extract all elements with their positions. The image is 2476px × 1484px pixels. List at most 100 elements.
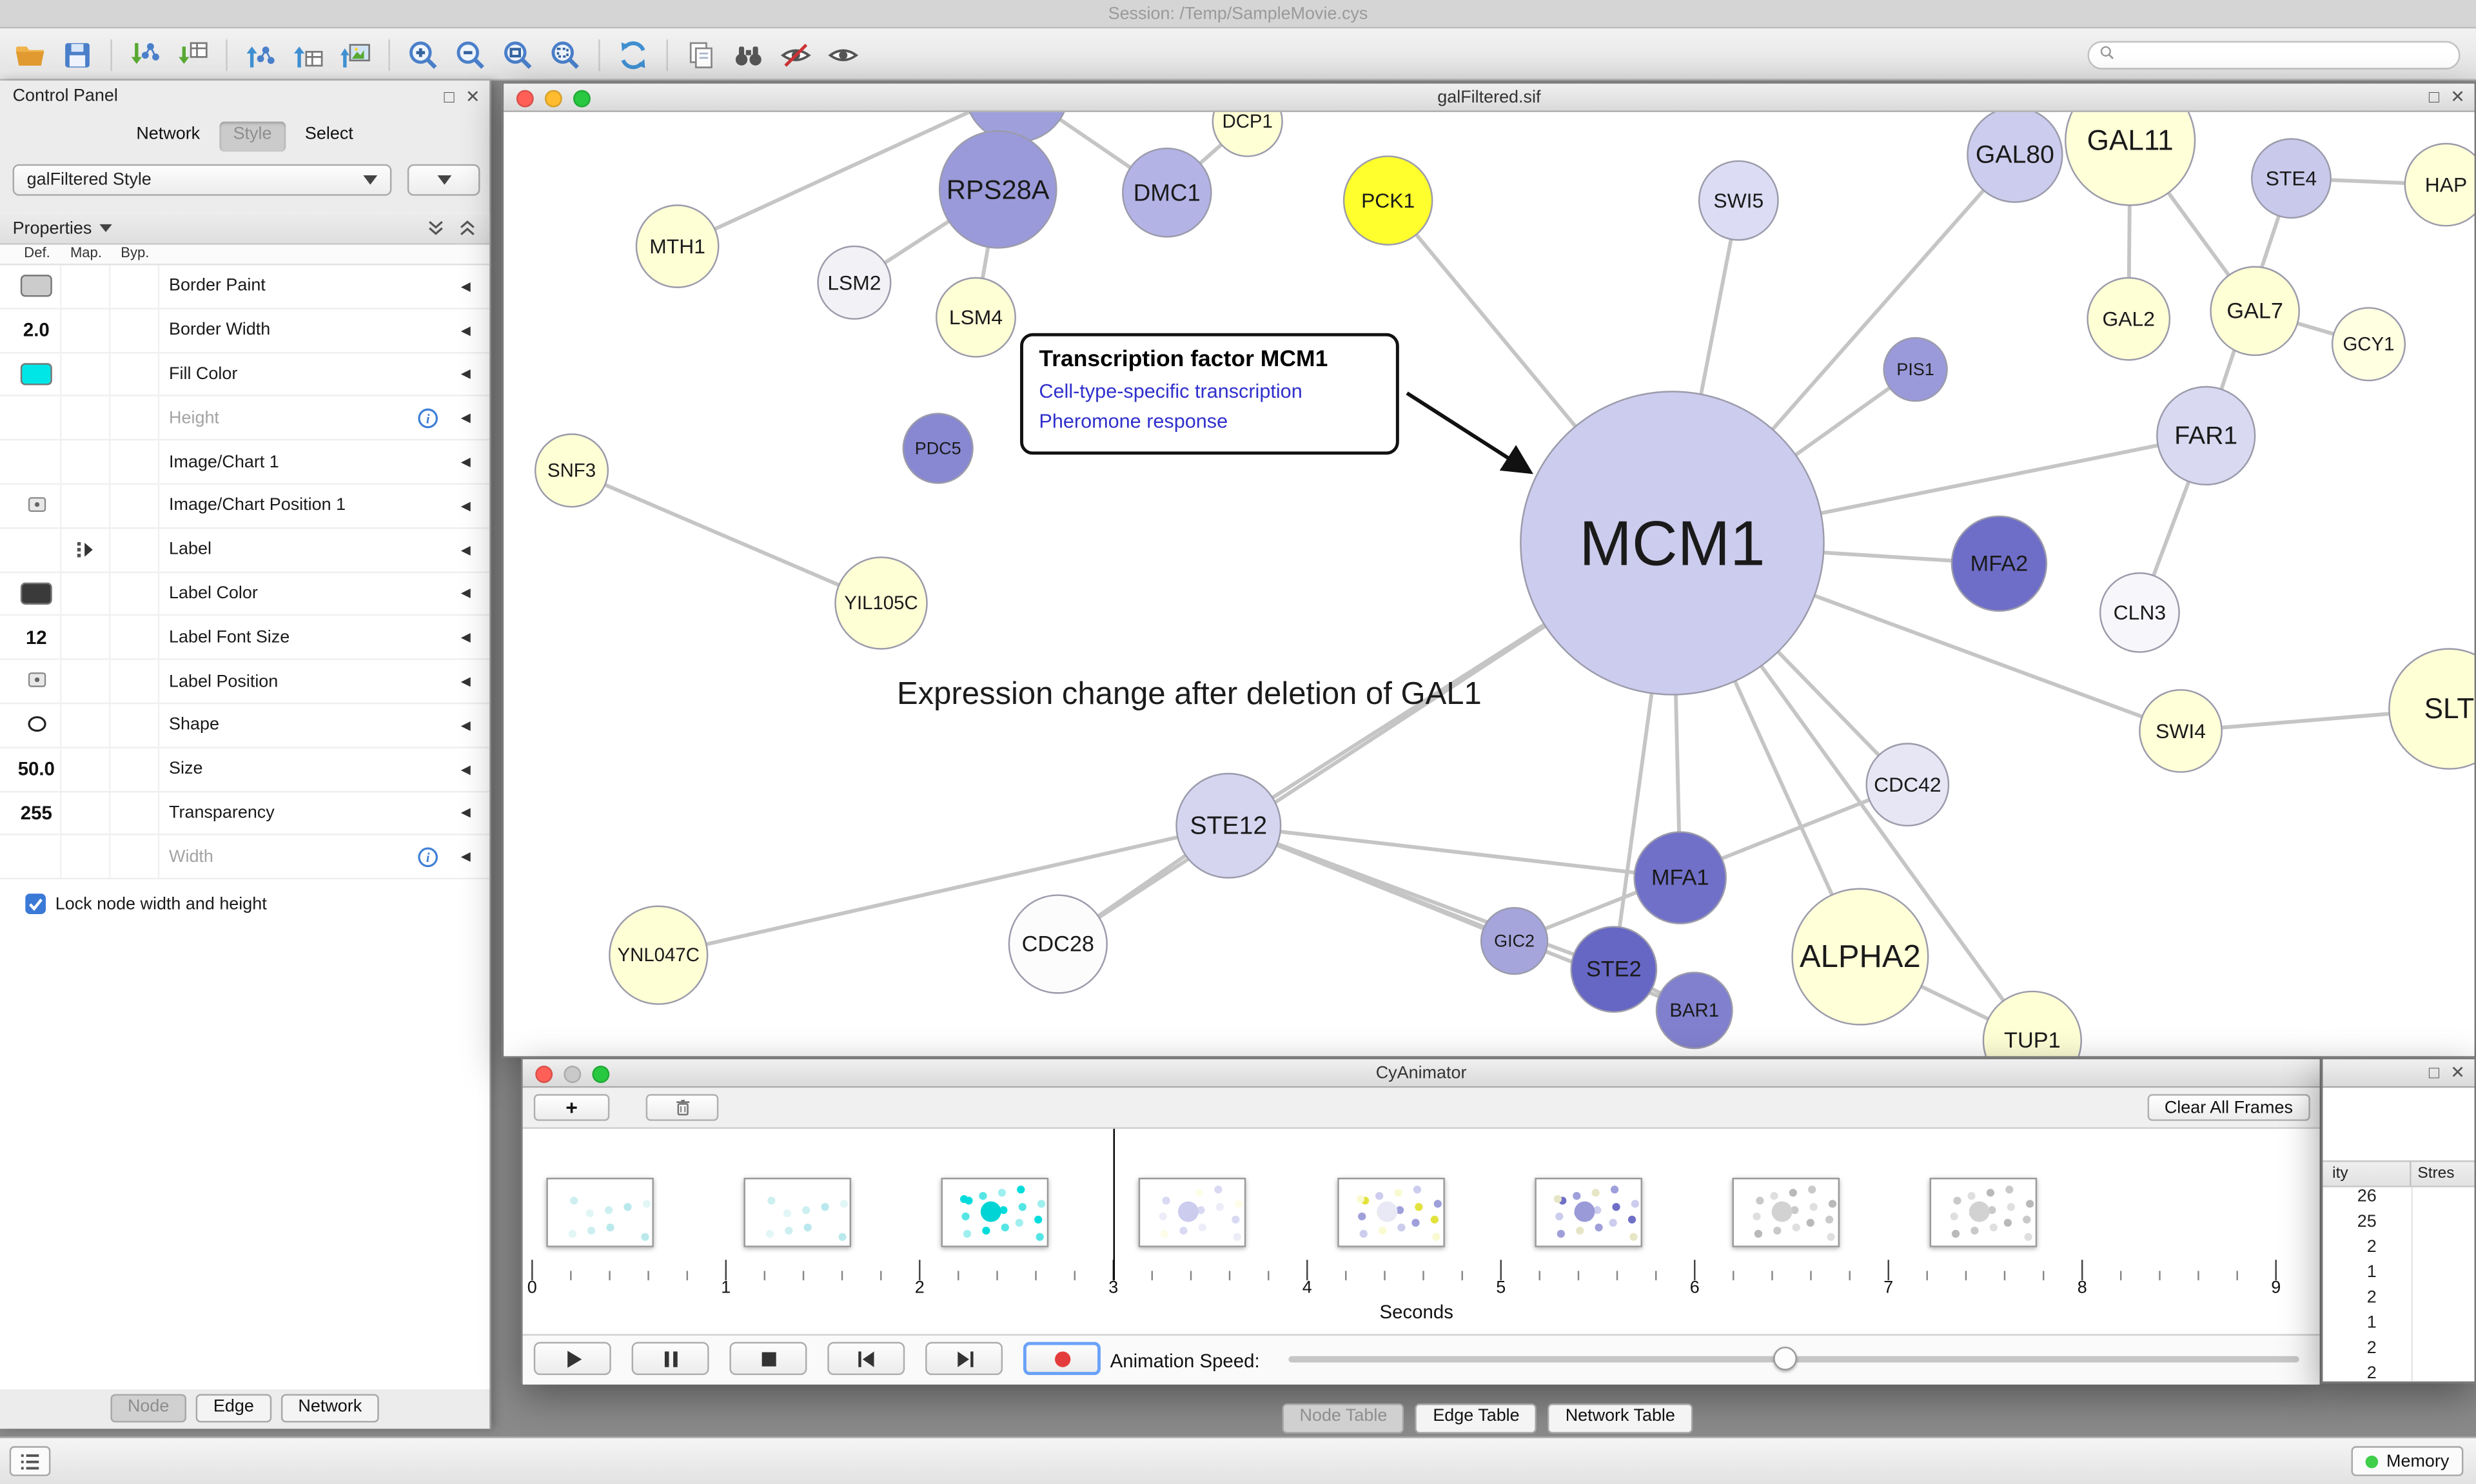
export-network-button[interactable] xyxy=(237,35,284,76)
default-cell[interactable] xyxy=(13,528,62,571)
property-row-image-chart-position-1[interactable]: Image/Chart Position 1◀ xyxy=(0,484,490,529)
hide-details-button[interactable] xyxy=(772,35,820,76)
network-edge[interactable] xyxy=(658,823,1229,957)
bypass-cell[interactable] xyxy=(110,265,160,308)
bypass-cell[interactable] xyxy=(110,353,160,396)
close-traffic-light[interactable] xyxy=(516,89,534,107)
mapping-cell[interactable] xyxy=(62,396,111,440)
zoom-fit-button[interactable] xyxy=(495,35,542,76)
mapping-cell[interactable] xyxy=(62,265,111,308)
network-node-GAL11[interactable]: GAL11 xyxy=(2065,112,2196,206)
default-cell[interactable]: 50.0 xyxy=(13,748,62,790)
float-window-icon[interactable]: □ xyxy=(2428,1064,2440,1084)
expand-arrow-icon[interactable]: ◀ xyxy=(460,411,471,425)
expand-arrow-icon[interactable]: ◀ xyxy=(460,806,471,821)
property-row-label-color[interactable]: Label Color◀ xyxy=(0,572,490,617)
network-node-DCP1[interactable]: DCP1 xyxy=(1212,112,1283,157)
save-button[interactable] xyxy=(54,35,101,76)
property-row-shape[interactable]: Shape◀ xyxy=(0,704,490,748)
default-value-text[interactable]: 2.0 xyxy=(23,319,50,342)
default-cell[interactable] xyxy=(13,396,62,440)
default-value-swatch[interactable] xyxy=(20,363,52,386)
float-window-icon[interactable]: □ xyxy=(444,88,455,108)
frame-8-thumbnail[interactable] xyxy=(1929,1177,2038,1247)
bypass-cell[interactable] xyxy=(110,440,160,483)
expand-arrow-icon[interactable]: ◀ xyxy=(460,323,471,338)
bypass-cell[interactable] xyxy=(110,616,160,659)
close-traffic-light[interactable] xyxy=(535,1064,553,1082)
network-node-RPS28A[interactable]: RPS28A xyxy=(938,130,1057,249)
expand-all-icon[interactable] xyxy=(426,219,445,237)
network-node-ALPHA2[interactable]: ALPHA2 xyxy=(1791,888,1929,1026)
property-row-label-position[interactable]: Label Position◀ xyxy=(0,660,490,705)
network-node-FAR1[interactable]: FAR1 xyxy=(2156,386,2256,486)
tab-style[interactable]: Style xyxy=(219,121,286,152)
default-cell[interactable] xyxy=(13,660,62,703)
expand-arrow-icon[interactable]: ◀ xyxy=(460,674,471,688)
frame-6-thumbnail[interactable] xyxy=(1534,1177,1642,1247)
panel-tab-node[interactable]: Node xyxy=(110,1394,187,1423)
bypass-cell[interactable] xyxy=(110,835,160,879)
network-node-CDC42[interactable]: CDC42 xyxy=(1865,743,1950,827)
minimize-traffic-light[interactable] xyxy=(544,89,562,107)
network-node-MTH1[interactable]: MTH1 xyxy=(635,204,720,288)
network-node-PDC5[interactable]: PDC5 xyxy=(902,413,974,484)
properties-header[interactable]: Properties xyxy=(0,213,490,245)
expand-arrow-icon[interactable]: ◀ xyxy=(460,630,471,645)
default-cell[interactable]: 12 xyxy=(13,616,62,659)
collapse-all-icon[interactable] xyxy=(458,219,477,237)
minimize-traffic-light[interactable] xyxy=(564,1064,582,1082)
default-cell[interactable] xyxy=(13,440,62,483)
play-button[interactable] xyxy=(533,1342,611,1376)
skip-start-button[interactable] xyxy=(827,1342,905,1376)
style-options-button[interactable] xyxy=(407,164,480,196)
import-network-button[interactable] xyxy=(122,35,169,76)
default-cell[interactable]: 2.0 xyxy=(13,309,62,352)
frame-4-thumbnail[interactable] xyxy=(1139,1177,1247,1247)
property-row-image-chart-1[interactable]: Image/Chart 1◀ xyxy=(0,440,490,485)
table-row[interactable]: 1 xyxy=(2323,1314,2474,1339)
table-row[interactable]: 25 xyxy=(2323,1213,2474,1238)
zoom-selected-button[interactable] xyxy=(542,35,589,76)
animation-speed-slider[interactable] xyxy=(1288,1336,2299,1383)
mapping-cell[interactable] xyxy=(62,353,111,396)
tab-select[interactable]: Select xyxy=(304,124,353,144)
zoom-in-button[interactable] xyxy=(400,35,447,76)
table-row[interactable]: 2 xyxy=(2323,1364,2474,1381)
add-frame-button[interactable]: + xyxy=(533,1094,610,1121)
bypass-cell[interactable] xyxy=(110,748,160,790)
mapping-cell[interactable] xyxy=(62,660,111,703)
expand-arrow-icon[interactable]: ◀ xyxy=(460,454,471,469)
annotation-link[interactable]: Cell-type-specific transcription xyxy=(1039,380,1302,403)
network-node-BAR1[interactable]: BAR1 xyxy=(1655,971,1733,1050)
network-edge[interactable] xyxy=(676,112,1017,248)
network-node-GCY1[interactable]: GCY1 xyxy=(2331,307,2406,382)
export-table-button[interactable] xyxy=(284,35,331,76)
search-input[interactable] xyxy=(2120,44,2459,66)
network-node-GAL2[interactable]: GAL2 xyxy=(2087,277,2171,361)
show-details-button[interactable] xyxy=(820,35,867,76)
close-window-icon[interactable]: ✕ xyxy=(2450,88,2465,108)
network-node-STE2[interactable]: STE2 xyxy=(1570,926,1658,1013)
default-cell[interactable] xyxy=(13,265,62,308)
expand-arrow-icon[interactable]: ◀ xyxy=(460,762,471,777)
network-node-PCK1[interactable]: PCK1 xyxy=(1342,155,1433,246)
lock-size-checkbox[interactable] xyxy=(25,893,46,915)
table-tab-edge-table[interactable]: Edge Table xyxy=(1415,1403,1537,1434)
mapping-cell[interactable] xyxy=(62,309,111,352)
default-cell[interactable] xyxy=(13,484,62,527)
close-panel-icon[interactable]: ✕ xyxy=(465,88,480,108)
default-value-swatch[interactable] xyxy=(20,275,52,298)
network-node-DMC1[interactable]: DMC1 xyxy=(1122,147,1212,238)
network-node-YIL105C[interactable]: YIL105C xyxy=(834,556,928,650)
mapping-cell[interactable] xyxy=(62,616,111,659)
search-network-button[interactable] xyxy=(725,35,772,76)
mapping-cell[interactable] xyxy=(62,572,111,615)
table-row[interactable]: 2 xyxy=(2323,1288,2474,1313)
